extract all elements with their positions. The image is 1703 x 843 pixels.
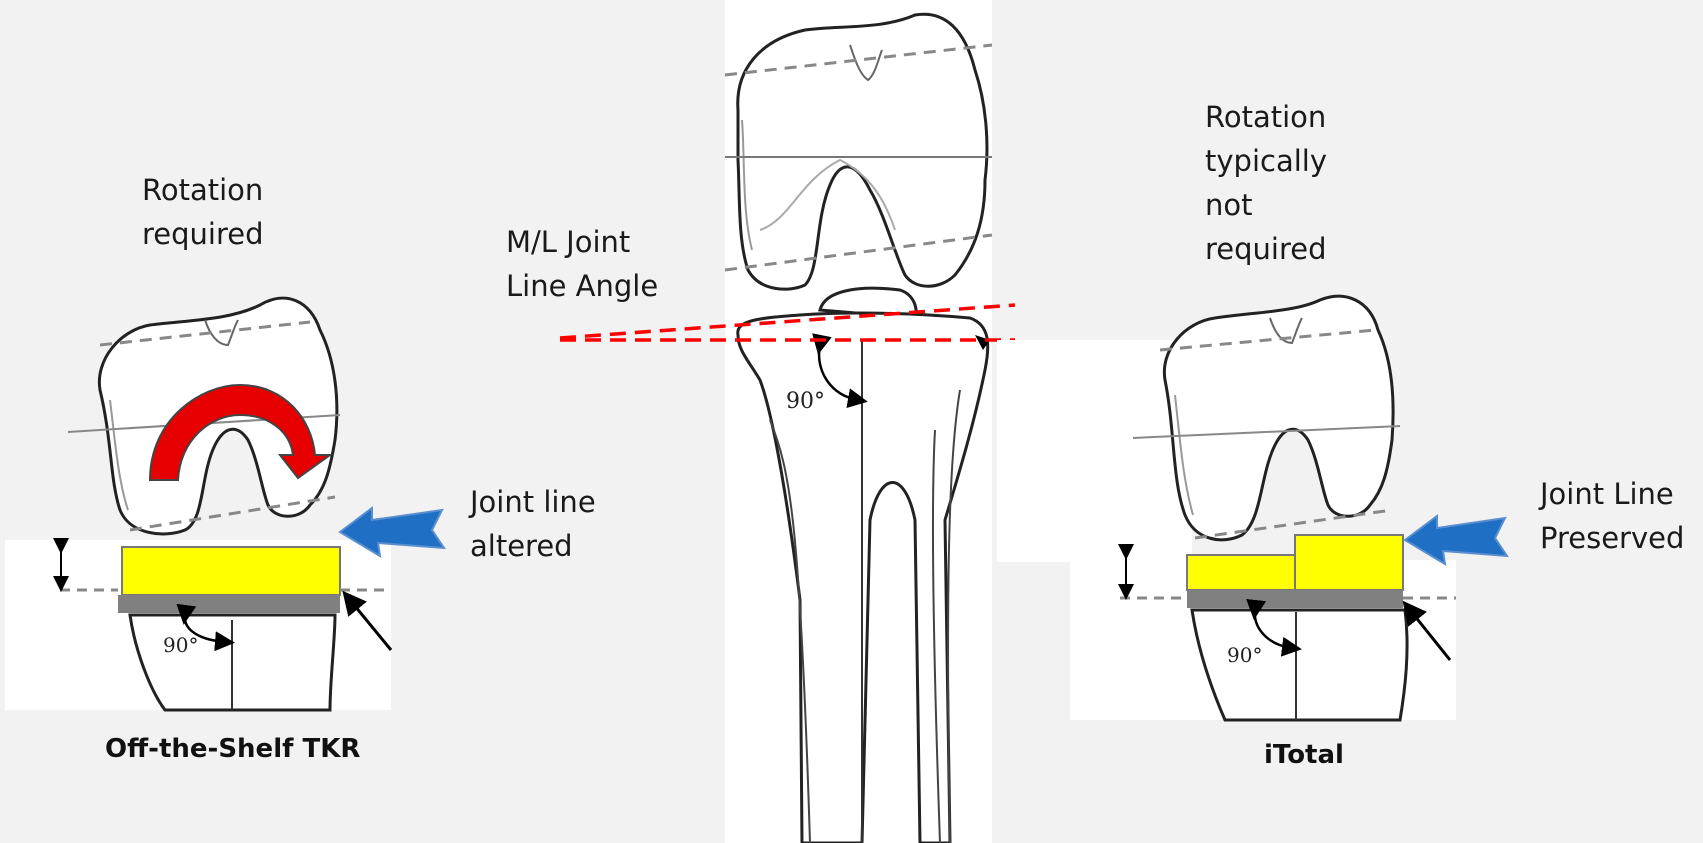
left-tray (118, 595, 340, 613)
right-caption: iTotal (1264, 740, 1344, 770)
left-joint-line-callout: Joint line altered (470, 480, 596, 568)
left-knee-panel: 90° (5, 298, 444, 710)
left-insert (122, 547, 340, 595)
right-blue-arrow-icon (1405, 516, 1507, 564)
left-caption: Off-the-Shelf TKR (105, 734, 360, 764)
right-tray (1187, 590, 1403, 608)
left-rotation-note: Rotation required (142, 168, 264, 256)
right-rotation-note: Rotation typically not required (1205, 95, 1327, 271)
right-femur (1164, 296, 1393, 540)
right-insert-lateral (1295, 535, 1403, 590)
right-panel-bg-upper (997, 340, 1192, 562)
center-angle-label: 90° (786, 389, 825, 414)
left-angle-label: 90° (163, 633, 198, 657)
right-knee-panel: 90° (997, 296, 1507, 720)
center-knee-panel: 90° (725, 0, 992, 843)
right-insert-medial (1187, 555, 1295, 590)
right-angle-label: 90° (1227, 643, 1262, 667)
right-joint-line-callout: Joint Line Preserved (1540, 472, 1684, 560)
center-joint-line-angle-note: M/L Joint Line Angle (506, 220, 658, 308)
